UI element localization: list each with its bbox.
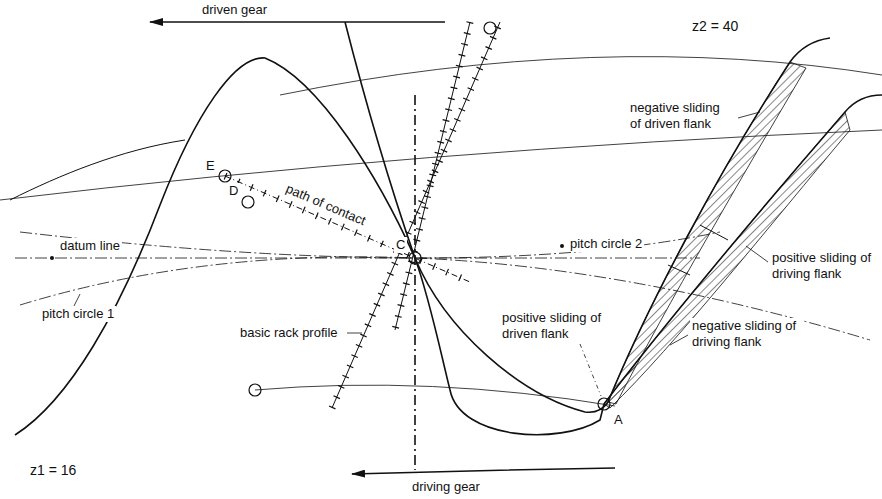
sliding-label: negative sliding of driven flank	[628, 100, 736, 132]
rotation-arrow	[150, 21, 445, 23]
direction-label: driving gear	[410, 479, 482, 495]
tooth-count: z1 = 16	[28, 462, 78, 478]
leader-line	[74, 294, 80, 306]
point-marker	[242, 196, 254, 208]
point-label: C	[394, 237, 407, 253]
driving-gear-tooth	[15, 58, 882, 435]
point-marker	[409, 252, 421, 264]
rack-flank	[395, 22, 470, 330]
sliding-label: negative sliding of driving flank	[690, 318, 802, 350]
driven-root	[10, 140, 185, 200]
sliding-band	[608, 62, 806, 404]
sliding-label: positive sliding of driven flank	[500, 310, 604, 342]
path-of-contact	[225, 176, 470, 282]
point-marker	[484, 22, 496, 34]
tip-circle	[255, 385, 615, 406]
line-label: path of contact	[281, 180, 369, 230]
band-divider	[700, 225, 728, 240]
direction-label: driven gear	[200, 2, 269, 18]
point-label: E	[204, 158, 217, 174]
leader-line	[746, 246, 768, 262]
leader-line	[738, 112, 760, 118]
band-divider	[668, 265, 690, 275]
leader-dot	[50, 256, 54, 260]
rotation-arrow	[352, 468, 615, 474]
point-label: A	[612, 412, 625, 428]
path-ticks	[225, 176, 470, 282]
line-label: pitch circle 1	[40, 306, 116, 322]
point-marker	[249, 384, 261, 396]
sliding-label: positive sliding of driving flank	[770, 250, 878, 282]
line-label: pitch circle 2	[568, 236, 644, 252]
point-marker	[219, 170, 231, 182]
leader-line	[670, 335, 688, 345]
leader-line	[347, 333, 362, 334]
centre-line	[414, 95, 416, 470]
leader-dot	[560, 244, 564, 248]
datum-line	[15, 258, 700, 259]
rack-ticks	[395, 22, 470, 330]
tooth-count: z2 = 40	[690, 18, 740, 34]
line-label: basic rack profile	[238, 325, 340, 341]
line-label: datum line	[58, 238, 122, 254]
leader-line	[580, 344, 601, 396]
point-marker	[598, 398, 610, 410]
point-label: D	[227, 183, 240, 199]
